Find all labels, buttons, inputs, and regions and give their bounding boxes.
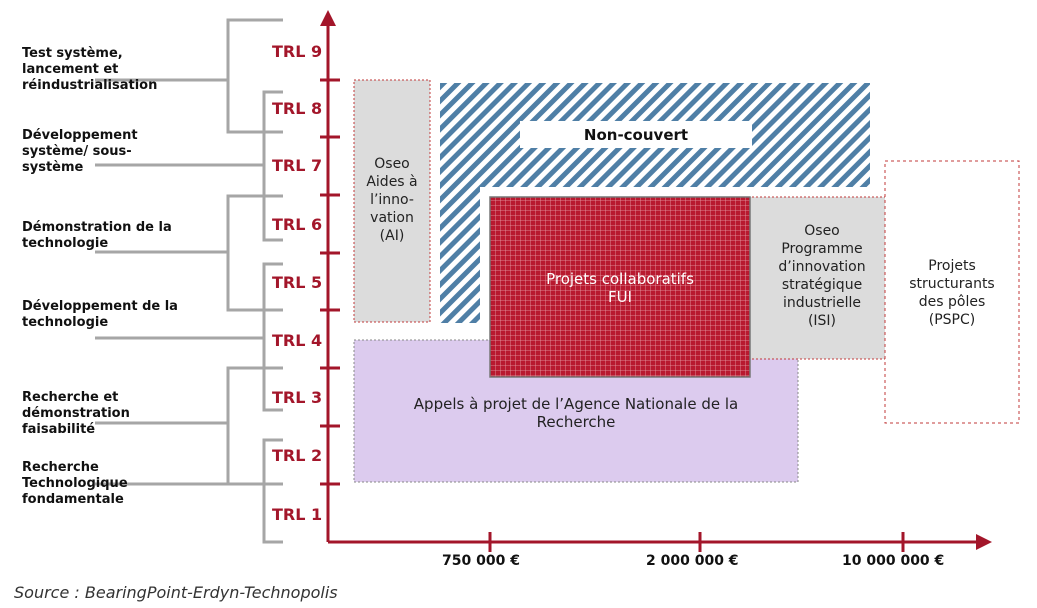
trl-label-1: TRL 1 [272,505,323,524]
trl-label-5: TRL 5 [272,273,323,292]
stage-label-dev-sys: Développement système/ sous- système [22,128,138,175]
trl-label-6: TRL 6 [272,215,323,234]
trl-label-2: TRL 2 [272,446,323,465]
box-anr-text: Appels à projet de l’Agence Nationale de… [413,395,739,431]
stage-label-recherche-demo: Recherche et démonstration faisabilité [22,390,130,437]
box-pspc [884,160,1020,424]
x-tick-label-10m: 10 000 000 € [842,553,945,569]
trl-label-3: TRL 3 [272,388,323,407]
stage-brackets [95,18,283,544]
box-oseo-ai [353,79,431,323]
bracket-dev-tech [95,262,283,412]
stage-label-dev-tech: Développement de la technologie [22,299,178,330]
box-non-couvert-label-bg [520,121,752,148]
bracket-recherche-fond [95,438,283,544]
y-axis-arrow [320,10,336,26]
x-ticks [488,532,905,552]
non-couvert-label: Non-couvert [583,126,689,144]
source-caption: Source : BearingPoint-Erdyn-Technopolis [14,583,338,602]
bracket-demo-tech [95,194,283,312]
box-oseo-isi-text: Oseo Programme d’innovation stratégique … [778,223,866,329]
axes [326,24,978,544]
trl-label-9: TRL 9 [272,42,323,61]
box-oseo-ai-text: Oseo Aides à l’inno- vation (AI) [366,156,418,244]
trl-label-4: TRL 4 [272,331,323,350]
box-oseo-isi [747,196,897,360]
trl-label-7: TRL 7 [272,156,323,175]
x-axis-arrow [976,534,992,550]
box-fui-text: Projets collaboratifs FUI [546,270,694,306]
stage-label-test: Test système, lancement et réindustriali… [22,46,158,93]
x-tick-label-2m: 2 000 000 € [646,553,739,569]
box-pspc-text: Projets structurants des pôles (PSPC) [909,258,995,328]
bracket-dev-sys [95,90,283,242]
x-tick-label-750k: 750 000 € [442,553,520,569]
y-ticks [320,78,340,486]
trl-label-8: TRL 8 [272,99,323,118]
stage-label-recherche-fond: Recherche Technologique fondamentale [22,460,128,507]
stage-label-demo-tech: Démonstration de la technologie [22,220,172,251]
box-fui [489,196,751,378]
bracket-test [95,18,283,134]
